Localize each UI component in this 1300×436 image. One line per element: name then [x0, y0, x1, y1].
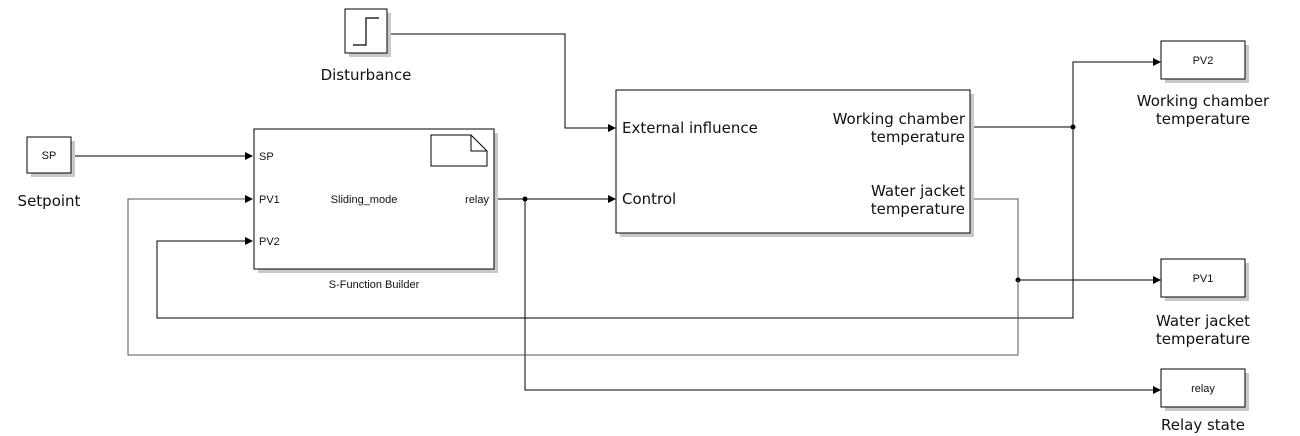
- relay-block-text: relay: [1191, 383, 1215, 395]
- wire-pv1-feedback-arrow: [245, 195, 253, 203]
- wire-relay-to-scope[interactable]: [524, 199, 1155, 391]
- plant-port-external-influence: External influence: [622, 119, 758, 137]
- plant-subsystem-block[interactable]: External influence Control Working chamb…: [615, 89, 974, 237]
- sfunc-function-name: Sliding_mode: [331, 194, 398, 206]
- sfunc-port-sp: SP: [259, 151, 274, 163]
- setpoint-block-text: SP: [42, 150, 57, 162]
- pv2-caption-line2: temperature: [1156, 110, 1250, 128]
- s-function-builder-block[interactable]: SP PV1 PV2 Sliding_mode relay: [253, 128, 498, 273]
- sfunc-port-relay: relay: [465, 194, 489, 206]
- pv1-caption-line1: Water jacket: [1156, 312, 1250, 330]
- disturbance-block[interactable]: [344, 8, 391, 57]
- disturbance-caption: Disturbance: [321, 66, 412, 84]
- setpoint-caption: Setpoint: [18, 192, 81, 210]
- signal-lines: [72, 33, 1161, 394]
- wire-pv1-feedback[interactable]: [127, 198, 1019, 356]
- pv2-caption-line1: Working chamber: [1137, 92, 1270, 110]
- wire-pv1-scope-arrow: [1153, 276, 1161, 284]
- relay-output-block[interactable]: relay: [1160, 368, 1249, 411]
- pv2-block-text: PV2: [1193, 55, 1214, 67]
- plant-port-water-jacket-line2: temperature: [871, 200, 965, 218]
- wire-pv2-to-scope[interactable]: [1072, 61, 1155, 127]
- wire-pv2-scope-arrow: [1153, 58, 1161, 66]
- document-icon: [430, 134, 488, 167]
- sfunc-caption: S-Function Builder: [329, 279, 420, 291]
- relay-caption: Relay state: [1161, 416, 1245, 434]
- wire-disturbance-arrow: [608, 124, 616, 132]
- pv1-output-block[interactable]: PV1: [1160, 258, 1249, 301]
- pv1-caption-line2: temperature: [1156, 330, 1250, 348]
- plant-port-working-chamber-line1: Working chamber: [833, 110, 966, 128]
- pv2-output-block[interactable]: PV2: [1160, 40, 1249, 83]
- wire-relay-to-control-arrow: [608, 195, 616, 203]
- sfunc-port-pv2: PV2: [259, 236, 280, 248]
- plant-port-working-chamber-line2: temperature: [871, 128, 965, 146]
- plant-port-water-jacket-line1: Water jacket: [871, 182, 965, 200]
- wire-disturbance-to-plant[interactable]: [390, 33, 610, 129]
- wire-setpoint-arrow: [245, 152, 253, 160]
- pv1-block-text: PV1: [1193, 273, 1214, 285]
- wire-water-jacket-out[interactable]: [970, 198, 1019, 280]
- plant-port-control: Control: [622, 190, 676, 208]
- wire-pv2-feedback-arrow: [245, 237, 253, 245]
- step-icon: [353, 17, 379, 46]
- wire-pv2-feedback[interactable]: [156, 127, 1074, 319]
- sfunc-port-pv1: PV1: [259, 194, 280, 206]
- wire-relay-scope-arrow: [1153, 386, 1161, 394]
- setpoint-block[interactable]: SP: [26, 136, 75, 177]
